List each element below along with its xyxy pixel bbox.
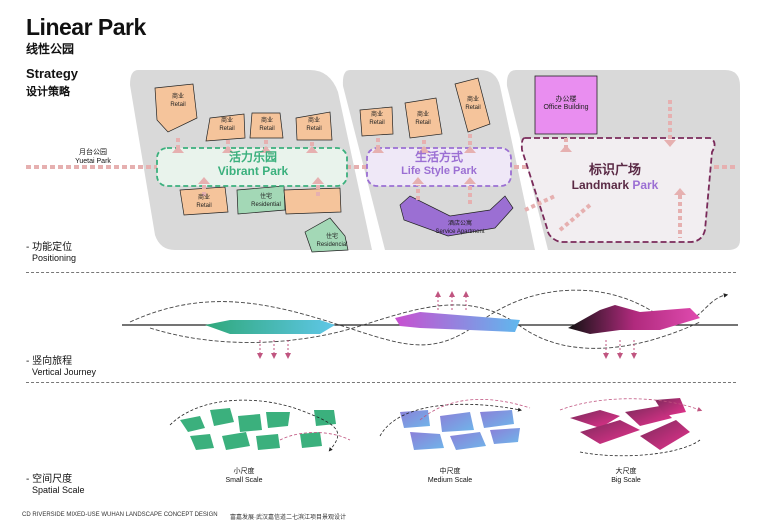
small-scale-shapes [180,408,336,450]
vibrant-park-outline [156,147,348,187]
lifestyle-park-title: 生活方式 Life Style Park [401,150,477,177]
retail-block [404,97,443,139]
lifestyle-ramp [395,312,520,332]
residential-block [304,217,349,253]
medium-scale-shapes [400,410,520,450]
retail-block [295,111,333,141]
page-title-cn: 线性公园 [26,42,75,56]
strategy-heading-cn: 设计策略 [26,86,70,98]
page-title: Linear Park [26,14,146,40]
residential-block [236,185,286,215]
retail-block [454,77,491,133]
retail-block [179,186,229,216]
lifestyle-park-outline [366,147,512,187]
retail-block [283,187,342,215]
footer-right: 富嘉发展·武汉嘉信道二七滨江项目景观设计 [230,515,346,521]
section-divider [26,272,736,273]
section-divider [26,382,736,383]
landmark-park-outline [520,137,716,243]
retail-block [249,112,284,139]
landmark-park-title: 标识广场 Landmark Park [571,162,659,192]
landmark-ramp [568,305,700,334]
vertical-journey-label: - 竖向旅程 Vertical Journey [26,356,97,377]
positioning-label: - 功能定位 Positioning [26,242,77,263]
retail-block [154,83,198,133]
retail-block [359,106,394,137]
office-block [534,75,598,135]
spatial-scale-label: - 空间尺度 Spatial Scale [26,474,85,495]
retail-block [205,113,246,142]
vibrant-ramp [205,320,335,334]
strategy-heading: Strategy [26,66,79,81]
service-apartment-block [399,195,514,237]
footer-left: CD RIVERSIDE MIXED-USE WUHAN LANDSCAPE C… [22,512,218,518]
vibrant-park-title: 活力乐园 Vibrant Park [217,150,289,178]
big-scale-shapes [570,398,690,450]
